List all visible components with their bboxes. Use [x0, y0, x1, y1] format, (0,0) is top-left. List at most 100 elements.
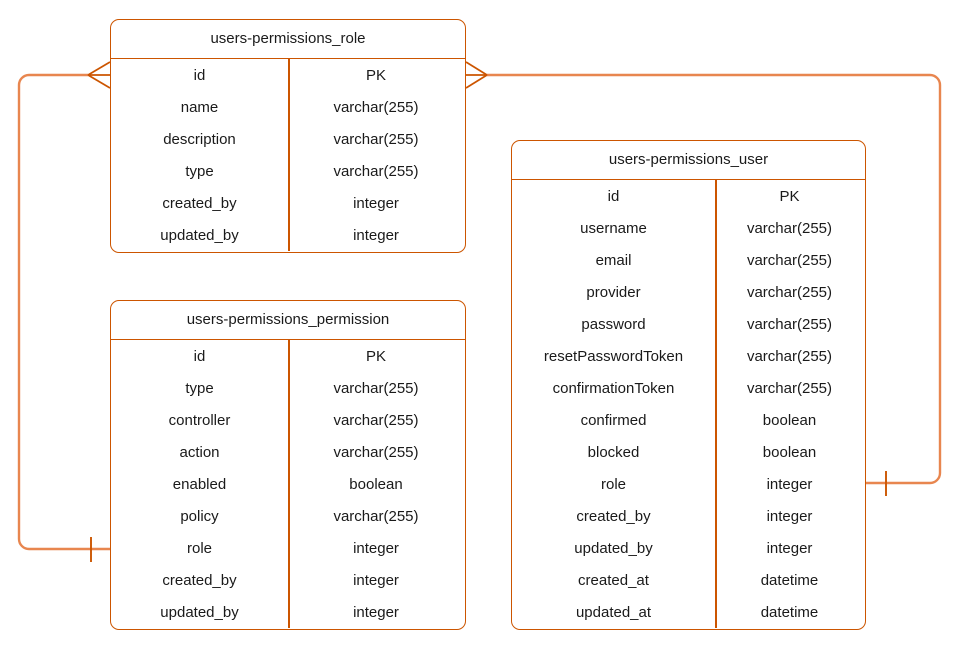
field-row[interactable]: password varchar(255)	[512, 308, 865, 340]
field-type: varchar(255)	[333, 162, 419, 180]
field-type: datetime	[760, 603, 819, 621]
entity-users-permissions-user[interactable]: users-permissions_user id PK username varch…	[511, 140, 866, 630]
field-row[interactable]: resetPasswordToken varchar(255)	[512, 340, 865, 372]
field-row[interactable]: role integer	[111, 532, 465, 564]
field-name: action	[179, 443, 220, 461]
field-row[interactable]: updated_at datetime	[512, 596, 865, 628]
field-type: integer	[766, 507, 813, 525]
field-name: id	[193, 66, 206, 84]
field-type: boolean	[349, 475, 403, 493]
field-name: type	[185, 162, 214, 180]
relationship-permission-role	[17, 61, 111, 562]
field-name: created_by	[576, 507, 651, 525]
field-row[interactable]: created_by integer	[111, 564, 465, 596]
field-name: password	[581, 315, 646, 333]
field-name: email	[595, 251, 632, 269]
field-type: varchar(255)	[746, 347, 833, 365]
field-type: PK	[779, 187, 800, 205]
field-type: varchar(255)	[333, 379, 419, 397]
field-name: type	[185, 379, 214, 397]
field-row[interactable]: id PK	[111, 59, 465, 91]
field-type: integer	[353, 194, 399, 212]
field-row[interactable]: updated_by integer	[111, 219, 465, 251]
field-type: boolean	[762, 411, 817, 429]
field-type: varchar(255)	[746, 251, 833, 269]
field-name: confirmationToken	[552, 379, 675, 397]
field-type: varchar(255)	[746, 315, 833, 333]
column-divider-role	[288, 59, 290, 251]
crowsfoot-many-role-right	[465, 61, 488, 89]
field-row[interactable]: confirmationToken varchar(255)	[512, 372, 865, 404]
field-name: confirmed	[580, 411, 647, 429]
field-row[interactable]: email varchar(255)	[512, 244, 865, 276]
field-type: varchar(255)	[333, 130, 419, 148]
field-row[interactable]: updated_by integer	[512, 532, 865, 564]
field-type: boolean	[762, 443, 817, 461]
crowsfoot-many-role-left	[87, 61, 111, 89]
field-row[interactable]: enabled boolean	[111, 468, 465, 500]
field-row[interactable]: created_by integer	[111, 187, 465, 219]
field-row[interactable]: description varchar(255)	[111, 123, 465, 155]
entity-title-user: users-permissions_user	[512, 141, 865, 180]
field-name: username	[580, 219, 647, 237]
field-row[interactable]: controller varchar(255)	[111, 404, 465, 436]
field-type: integer	[353, 539, 399, 557]
field-name: policy	[180, 507, 219, 525]
field-row[interactable]: blocked boolean	[512, 436, 865, 468]
field-type: PK	[365, 66, 386, 84]
field-name: provider	[586, 283, 641, 301]
field-row[interactable]: policy varchar(255)	[111, 500, 465, 532]
field-type: varchar(255)	[746, 283, 833, 301]
field-row[interactable]: username varchar(255)	[512, 212, 865, 244]
field-name: updated_by	[574, 539, 653, 557]
field-type: datetime	[760, 571, 819, 589]
entity-title-role: users-permissions_role	[111, 20, 465, 59]
field-type: integer	[353, 603, 399, 621]
field-row[interactable]: updated_by integer	[111, 596, 465, 628]
field-type: integer	[766, 539, 813, 557]
field-name: role	[186, 539, 212, 557]
field-name: created_by	[162, 194, 237, 212]
field-type: PK	[365, 347, 386, 365]
field-type: varchar(255)	[333, 507, 419, 525]
entity-body-role: id PK name varchar(255) description varchar(2…	[111, 59, 465, 251]
column-divider-user	[715, 180, 717, 628]
field-row[interactable]: id PK	[512, 180, 865, 212]
field-name: blocked	[587, 443, 640, 461]
field-row[interactable]: created_by integer	[512, 500, 865, 532]
field-name: role	[600, 475, 626, 493]
field-type: varchar(255)	[333, 98, 419, 116]
field-row[interactable]: action varchar(255)	[111, 436, 465, 468]
field-row[interactable]: type varchar(255)	[111, 372, 465, 404]
field-type: integer	[766, 475, 813, 493]
field-row[interactable]: type varchar(255)	[111, 155, 465, 187]
field-type: varchar(255)	[746, 219, 833, 237]
field-type: integer	[353, 571, 399, 589]
field-row[interactable]: name varchar(255)	[111, 91, 465, 123]
column-divider-permission	[288, 340, 290, 628]
field-name: resetPasswordToken	[543, 347, 684, 365]
field-type: varchar(255)	[746, 379, 833, 397]
field-name: controller	[168, 411, 231, 429]
field-name: enabled	[172, 475, 227, 493]
field-row[interactable]: confirmed boolean	[512, 404, 865, 436]
entity-users-permissions-role[interactable]: users-permissions_role id PK name varchar(2…	[110, 19, 466, 253]
field-type: varchar(255)	[333, 443, 419, 461]
field-name: created_by	[162, 571, 237, 589]
field-type: integer	[353, 226, 399, 244]
field-name: description	[163, 130, 236, 148]
field-name: updated_by	[160, 603, 239, 621]
field-row[interactable]: provider varchar(255)	[512, 276, 865, 308]
entity-title-permission: users-permissions_permission	[111, 301, 465, 340]
field-name: id	[607, 187, 620, 205]
field-name: updated_at	[575, 603, 652, 621]
field-row[interactable]: role integer	[512, 468, 865, 500]
field-type: varchar(255)	[333, 411, 419, 429]
field-name: updated_by	[160, 226, 239, 244]
entity-body-user: id PK username varchar(255) email varchar(255…	[512, 180, 865, 628]
field-name: name	[180, 98, 219, 116]
